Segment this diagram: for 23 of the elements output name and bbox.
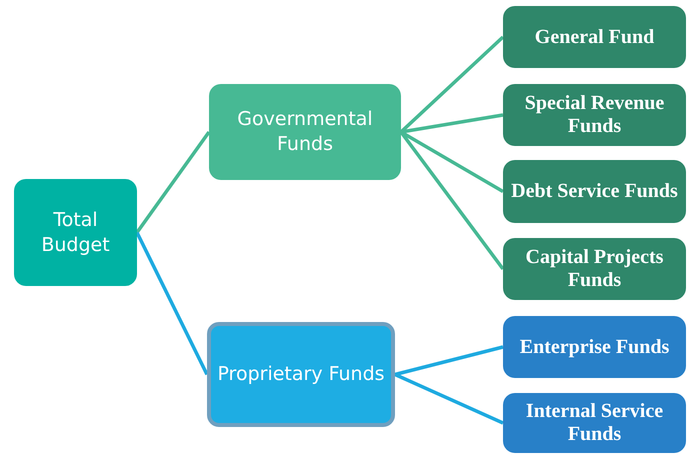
root-box [14, 179, 137, 286]
node-label: Governmental Funds [236, 107, 374, 157]
node-label: Debt Service Funds [510, 180, 679, 203]
node-label: Internal Service Funds [524, 400, 664, 446]
node-label: Special Revenue Funds [524, 92, 666, 138]
connector-line [135, 232, 209, 376]
node-label: Capital Projects Funds [524, 246, 664, 292]
connector-line [400, 113, 504, 134]
node-label: Enterprise Funds [518, 336, 670, 358]
node-label: Proprietary Funds [216, 362, 386, 387]
node-label: General Fund [534, 26, 656, 48]
fund-box [503, 84, 686, 146]
connector-line [136, 130, 210, 234]
fund-box [503, 6, 686, 68]
category-box [209, 84, 401, 180]
node-label: Total Budget [40, 208, 111, 258]
fund-box [503, 393, 686, 453]
category-box [207, 322, 395, 427]
fund-box [503, 160, 686, 223]
fund-box [503, 238, 686, 300]
connector-line [394, 345, 504, 376]
fund-box [503, 316, 686, 378]
connector-line [394, 372, 504, 425]
